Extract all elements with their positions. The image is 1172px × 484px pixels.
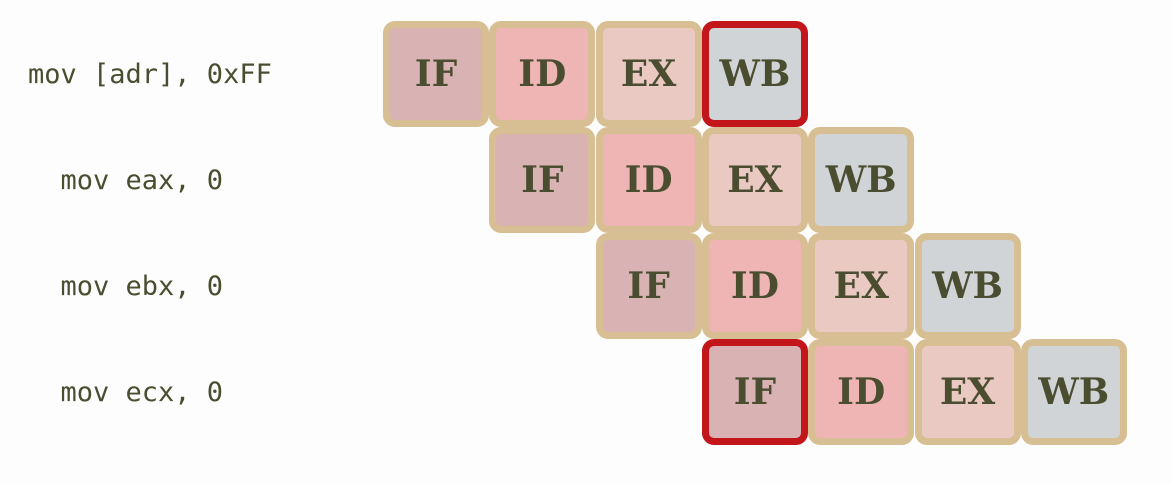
stage-if-cell: IF [701,339,808,445]
stage-wb-cell: WB [1020,339,1127,445]
stage-label: WB [1038,371,1110,413]
stage-label: EX [620,53,677,95]
stage-label: IF [733,371,777,413]
stage-box [701,127,808,233]
stage-label: IF [627,265,670,307]
stage-id-cell: ID [808,339,915,445]
stage-ex-cell: EX [701,127,808,233]
instruction-label: mov ecx, 0 [28,376,224,408]
stage-wb-cell: WB [701,21,808,127]
stage-box [1020,339,1127,445]
stage-ex-cell: EX [595,21,702,127]
instruction-label: mov ebx, 0 [28,270,224,302]
stage-box [489,21,596,127]
stage-label: WB [825,159,897,201]
stage-if-cell: IF [489,127,596,233]
stage-label: IF [521,159,564,201]
stage-wb-cell: WB [808,127,915,233]
stage-label: ID [624,159,673,201]
stage-box [701,233,808,339]
stage-box [914,233,1021,339]
stage-label: IF [414,53,458,95]
stage-label: WB [719,53,791,95]
stage-id-cell: ID [595,127,702,233]
stage-box [489,127,596,233]
stage-label: EX [833,265,889,307]
stage-label: EX [939,371,996,413]
stage-box [383,21,489,127]
stage-box [701,21,808,127]
instruction-label: mov eax, 0 [28,164,224,196]
stage-wb-cell: WB [914,233,1021,339]
stage-label: EX [727,159,783,201]
stage-label: ID [837,371,886,413]
stage-box [808,127,915,233]
stage-box [595,21,702,127]
stage-box [914,339,1021,445]
instruction-label: mov [adr], 0xFF [28,58,272,90]
stage-ex-cell: EX [914,339,1021,445]
stage-box [808,339,915,445]
stage-label: WB [932,265,1003,307]
stage-label: ID [518,53,567,95]
stage-box [595,127,702,233]
stage-id-cell: ID [701,233,808,339]
stage-label: ID [730,265,779,307]
stage-if-cell: IF [595,233,702,339]
stage-ex-cell: EX [808,233,915,339]
stage-box [808,233,915,339]
stage-box [701,339,808,445]
stage-box [595,233,702,339]
stage-id-cell: ID [489,21,596,127]
stage-if-cell: IF [383,21,489,127]
